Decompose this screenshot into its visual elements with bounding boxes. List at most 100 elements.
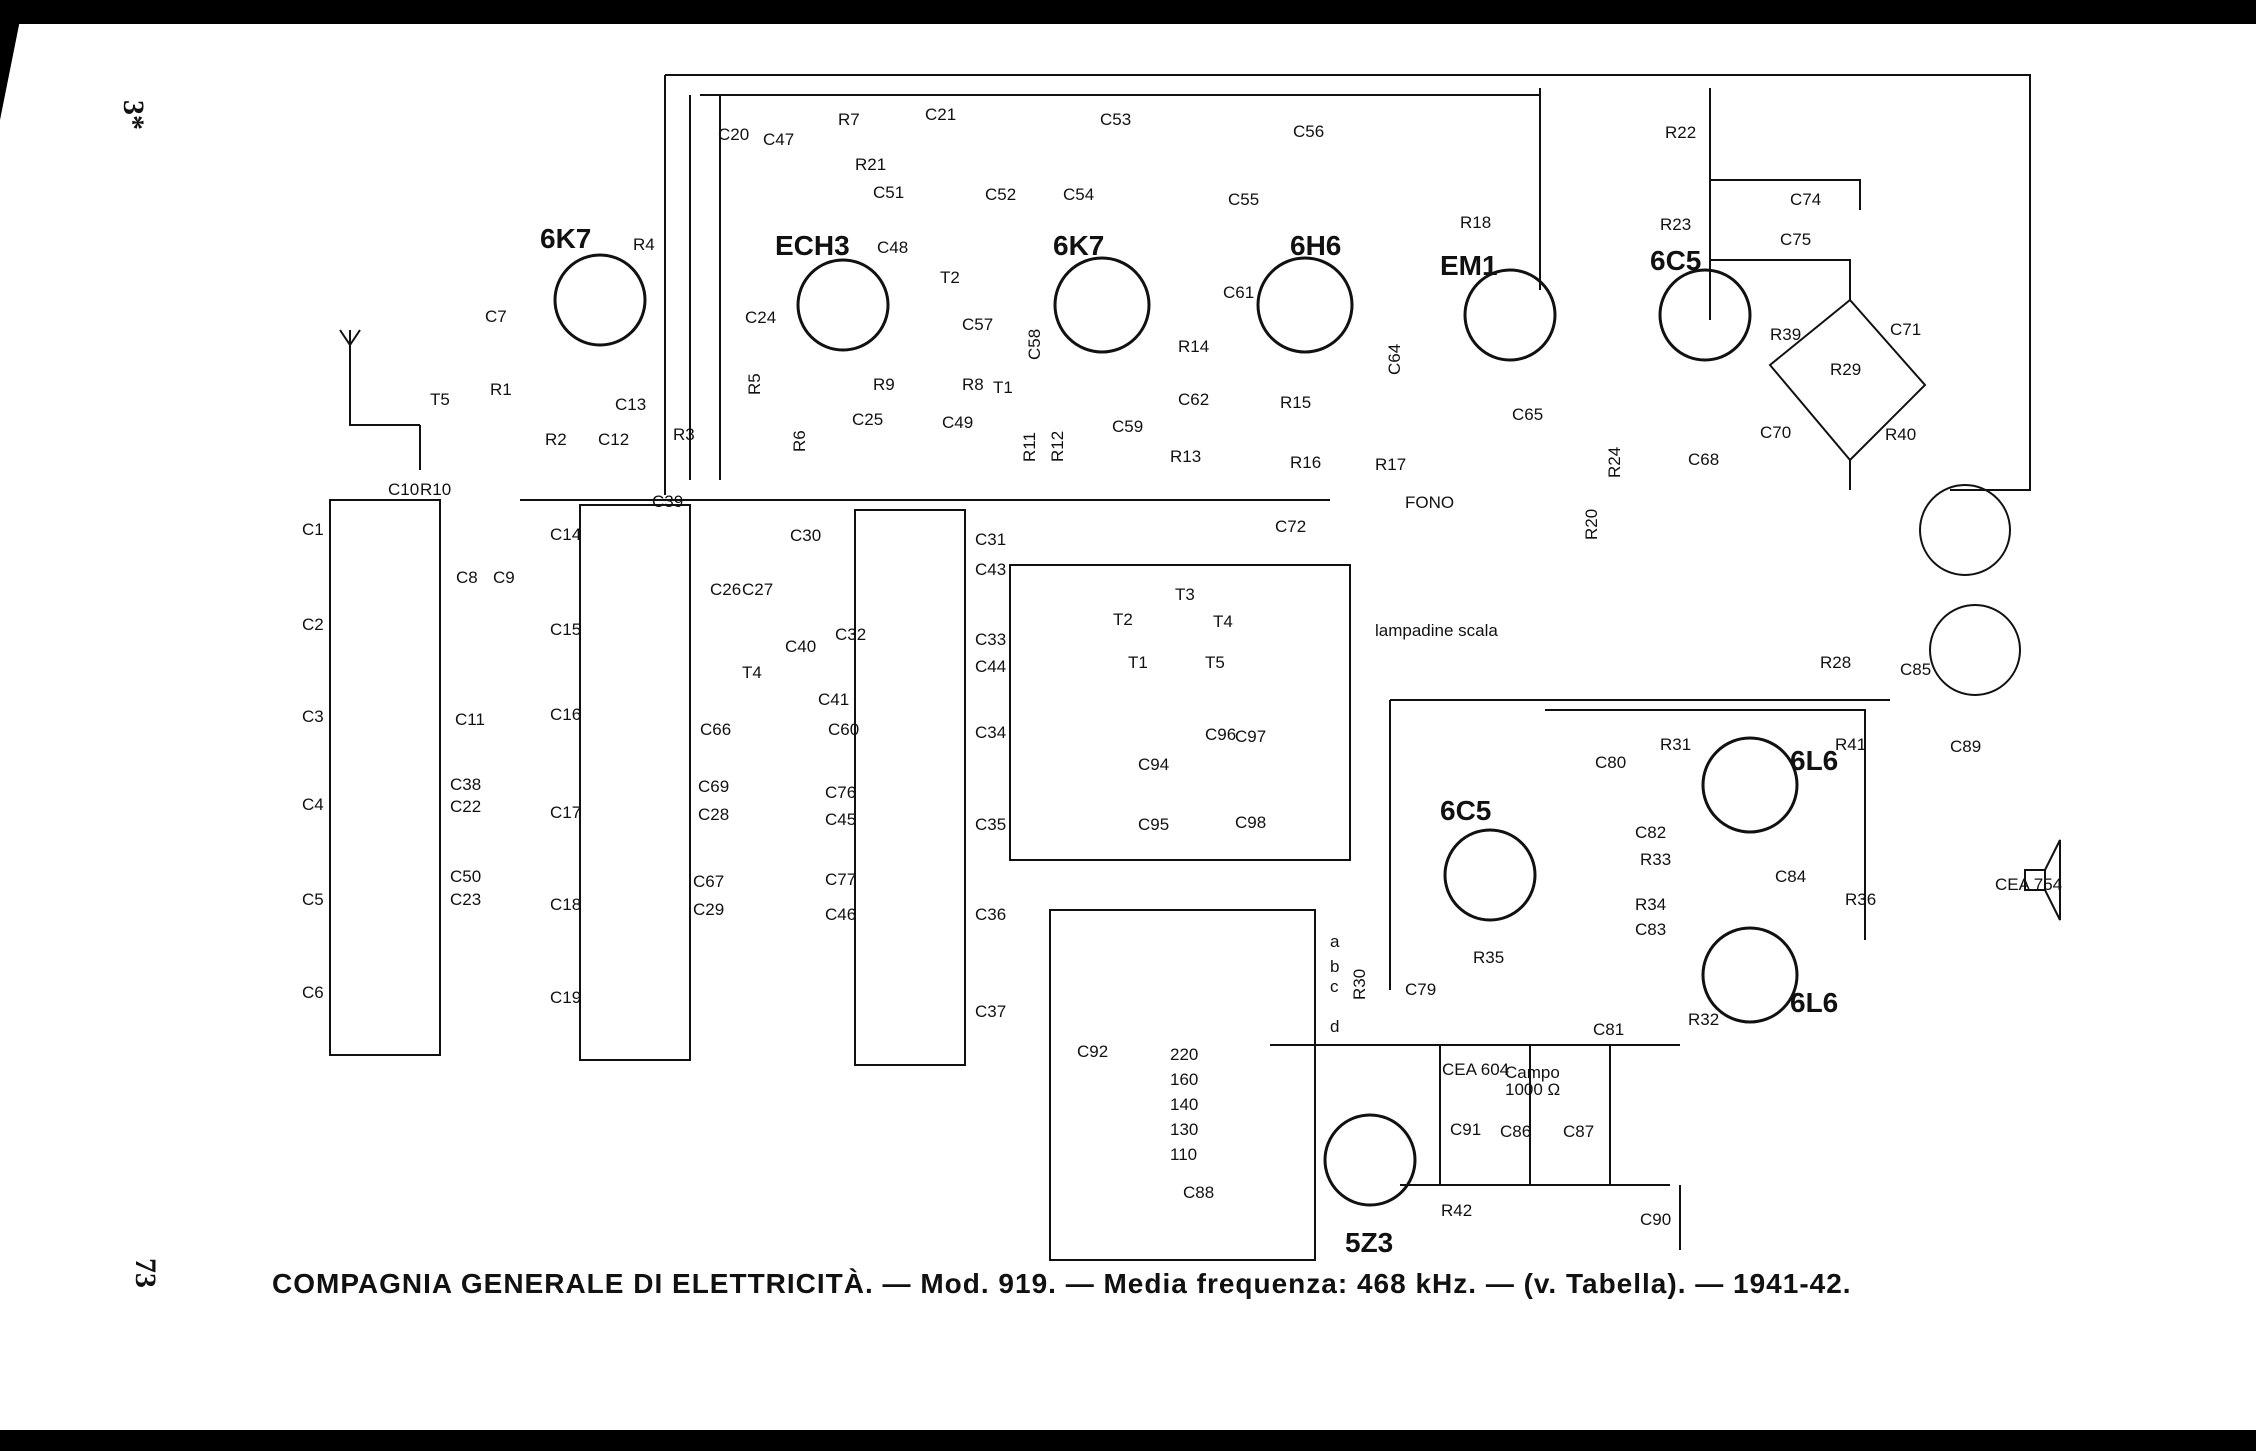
tap-a: a [1330, 932, 1340, 951]
component-label: C21 [925, 105, 956, 124]
component-label: C94 [1138, 755, 1169, 774]
tube-em1 [1463, 268, 1557, 362]
component-label: C65 [1512, 405, 1543, 424]
component-label: C11 [455, 710, 485, 729]
component-label: C76 [825, 783, 856, 802]
component-label: C79 [1405, 980, 1436, 999]
component-label: C90 [1640, 1210, 1671, 1229]
component-label: C50 [450, 867, 481, 886]
component-label: C38 [450, 775, 481, 794]
component-label: C88 [1183, 1183, 1214, 1202]
component-label: R18 [1460, 213, 1491, 232]
component-label: C52 [985, 185, 1016, 204]
component-label: C2 [302, 615, 324, 634]
component-label: R9 [873, 375, 895, 394]
component-label: C77 [825, 870, 856, 889]
component-label: C44 [975, 657, 1006, 676]
component-label: C8 [456, 568, 478, 587]
component-label: C26 [710, 580, 741, 599]
fono-label: FONO [1405, 493, 1454, 512]
switch-t5b: T5 [430, 390, 450, 409]
component-label: C70 [1760, 423, 1791, 442]
component-label: R3 [673, 425, 695, 444]
component-label: C32 [835, 625, 866, 644]
tube-ech3 [796, 258, 890, 352]
scan-border-bottom [0, 1430, 2256, 1451]
component-label: R12 [1048, 431, 1067, 462]
component-label: C59 [1112, 417, 1143, 436]
scan-border-top [0, 0, 2256, 24]
component-label: C35 [975, 815, 1006, 834]
component-label: C87 [1563, 1122, 1594, 1141]
tube-6h6 [1256, 256, 1354, 354]
wiring [329, 74, 2061, 1261]
component-label: R31 [1660, 735, 1691, 754]
component-label: C46 [825, 905, 856, 924]
tube-6c5-top [1658, 268, 1752, 362]
component-label: C74 [1790, 190, 1821, 209]
voltage-140: 140 [1170, 1095, 1198, 1114]
component-label: R34 [1635, 895, 1666, 914]
component-label: C9 [493, 568, 515, 587]
campo-value: 1000 Ω [1505, 1080, 1560, 1099]
component-label: C83 [1635, 920, 1666, 939]
voltage-220: 220 [1170, 1045, 1198, 1064]
component-label: R32 [1688, 1010, 1719, 1029]
component-label: C91 [1450, 1120, 1481, 1139]
voltage-110: 110 [1170, 1145, 1197, 1164]
component-label: C17 [550, 803, 581, 822]
component-label: C13 [615, 395, 646, 414]
component-label: R30 [1350, 969, 1369, 1000]
component-label: C51 [873, 183, 904, 202]
tube-6k7-rf [553, 253, 647, 347]
switch-t5: T5 [1205, 653, 1225, 672]
component-label: R2 [545, 430, 567, 449]
component-label: R41 [1835, 735, 1866, 754]
tap-b: b [1330, 957, 1339, 976]
component-label: C25 [852, 410, 883, 429]
component-label: C28 [698, 805, 729, 824]
component-labels: C1 C2 C3 C4 C5 C6 C7 C8 C9 C10 R10 C11 C… [302, 105, 1981, 1229]
tube-6k7-if [1053, 256, 1151, 354]
component-label: R13 [1170, 447, 1201, 466]
component-label: R16 [1290, 453, 1321, 472]
component-label: C57 [962, 315, 993, 334]
lampadine-label: lampadine scala [1375, 621, 1498, 640]
component-label: C66 [700, 720, 731, 739]
component-label: R42 [1441, 1201, 1472, 1220]
component-label: C14 [550, 525, 581, 544]
component-label: R7 [838, 110, 860, 129]
figure-caption: COMPAGNIA GENERALE DI ELETTRICITÀ. — Mod… [272, 1268, 1852, 1299]
component-label: C62 [1178, 390, 1209, 409]
tap-d: d [1330, 1017, 1339, 1036]
component-label: C85 [1900, 660, 1931, 679]
component-label: C47 [763, 130, 794, 149]
component-label: C75 [1780, 230, 1811, 249]
component-label: C71 [1890, 320, 1921, 339]
component-label: C55 [1228, 190, 1259, 209]
component-label: C3 [302, 707, 324, 726]
component-label: C92 [1077, 1042, 1108, 1061]
tube-label: 6K7 [540, 223, 591, 254]
component-label: C45 [825, 810, 856, 829]
component-label: R29 [1830, 360, 1861, 379]
component-label: C49 [942, 413, 973, 432]
component-label: C89 [1950, 737, 1981, 756]
component-label: R40 [1885, 425, 1916, 444]
campo-label: Campo [1505, 1063, 1560, 1082]
cea604-label: CEA 604 [1442, 1060, 1509, 1079]
component-label: C10 [388, 480, 419, 499]
component-label: C43 [975, 560, 1006, 579]
component-label: R28 [1820, 653, 1851, 672]
component-label: C97 [1235, 727, 1266, 746]
switch-t4b: T4 [742, 663, 762, 682]
component-label: R8 [962, 375, 984, 394]
component-label: R39 [1770, 325, 1801, 344]
component-label: C69 [698, 777, 729, 796]
tube-6c5-mid [1443, 828, 1537, 922]
tube-label: 6H6 [1290, 230, 1341, 261]
component-label: R6 [790, 430, 809, 452]
component-label: R33 [1640, 850, 1671, 869]
component-label: R21 [855, 155, 886, 174]
voltage-130: 130 [1170, 1120, 1198, 1139]
